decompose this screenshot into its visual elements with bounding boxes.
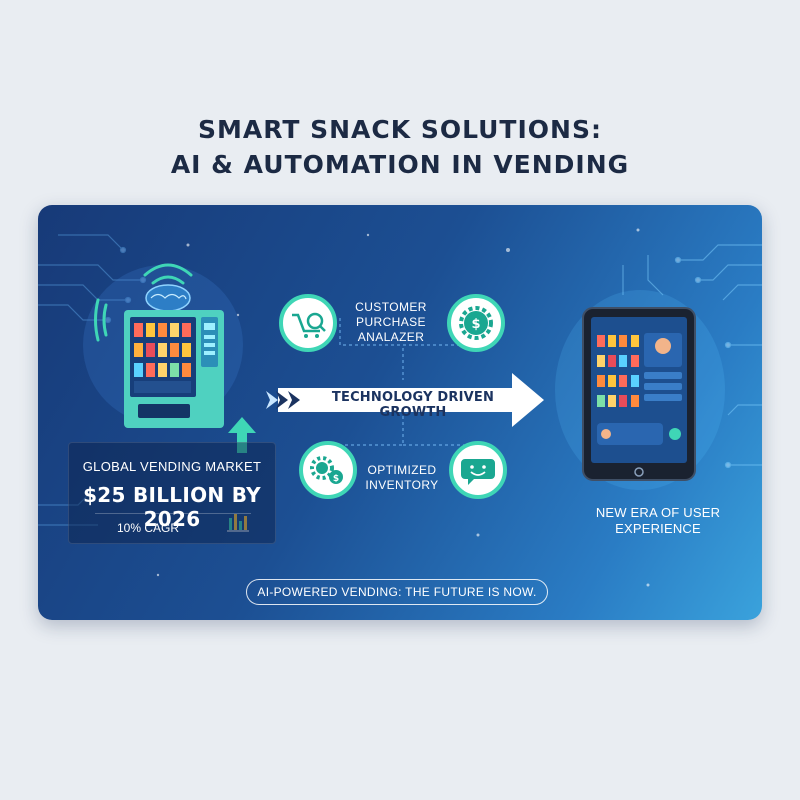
chat-smile-icon <box>449 441 507 499</box>
infographic-card: $ $ <box>38 205 762 620</box>
divider <box>95 513 251 514</box>
title-line-1: SMART SNACK SOLUTIONS: <box>198 115 602 144</box>
tagline-pill: AI-POWERED VENDING: THE FUTURE IS NOW. <box>246 579 548 605</box>
feature-label-analyzer: CUSTOMER PURCHASE ANALAZER <box>343 300 439 345</box>
feature-label-inventory: OPTIMIZED INVENTORY <box>356 463 448 493</box>
cart-search-icon <box>279 294 337 352</box>
gear-dollar-icon: $ <box>447 294 505 352</box>
market-label: GLOBAL VENDING MARKET <box>82 459 262 474</box>
ux-line-2: EXPERIENCE <box>615 521 701 536</box>
arrow-label: TECHNOLOGY DRIVEN GROWTH <box>331 390 495 420</box>
title-line-2: AI & AUTOMATION IN VENDING <box>170 150 630 179</box>
analyzer-line-3: ANALAZER <box>357 330 425 344</box>
market-cagr: 10% CAGR <box>117 521 180 535</box>
tablet-product-grid <box>597 335 639 407</box>
analyzer-line-2: PURCHASE <box>356 315 426 329</box>
analyzer-line-1: CUSTOMER <box>355 300 427 314</box>
wifi-signal-icon <box>94 263 193 342</box>
bar-chart-icon <box>227 514 249 532</box>
page-title: SMART SNACK SOLUTIONS: AI & AUTOMATION I… <box>0 112 800 182</box>
market-stat-box: GLOBAL VENDING MARKET $25 BILLION BY 202… <box>68 442 276 544</box>
svg-text:$: $ <box>471 317 480 332</box>
sparkles <box>156 228 650 587</box>
ux-line-1: NEW ERA OF USER <box>595 505 721 520</box>
inventory-line-1: OPTIMIZED <box>367 463 437 477</box>
svg-text:$: $ <box>333 474 339 484</box>
coins-gears-icon: $ <box>299 441 357 499</box>
snack-rows <box>134 323 191 393</box>
circuit-lines-right-icon <box>622 244 762 469</box>
inventory-line-2: INVENTORY <box>365 478 439 492</box>
ux-label: NEW ERA OF USER EXPERIENCE <box>568 505 748 537</box>
vending-machine-icon <box>124 310 224 428</box>
growth-arrow-icon <box>228 417 256 453</box>
brain-icon <box>145 284 191 312</box>
market-value: $25 BILLION BY 2026 <box>83 483 261 531</box>
tablet-icon <box>582 307 696 481</box>
illustration-layer: $ $ <box>38 228 762 587</box>
technology-growth-arrow <box>266 373 544 427</box>
